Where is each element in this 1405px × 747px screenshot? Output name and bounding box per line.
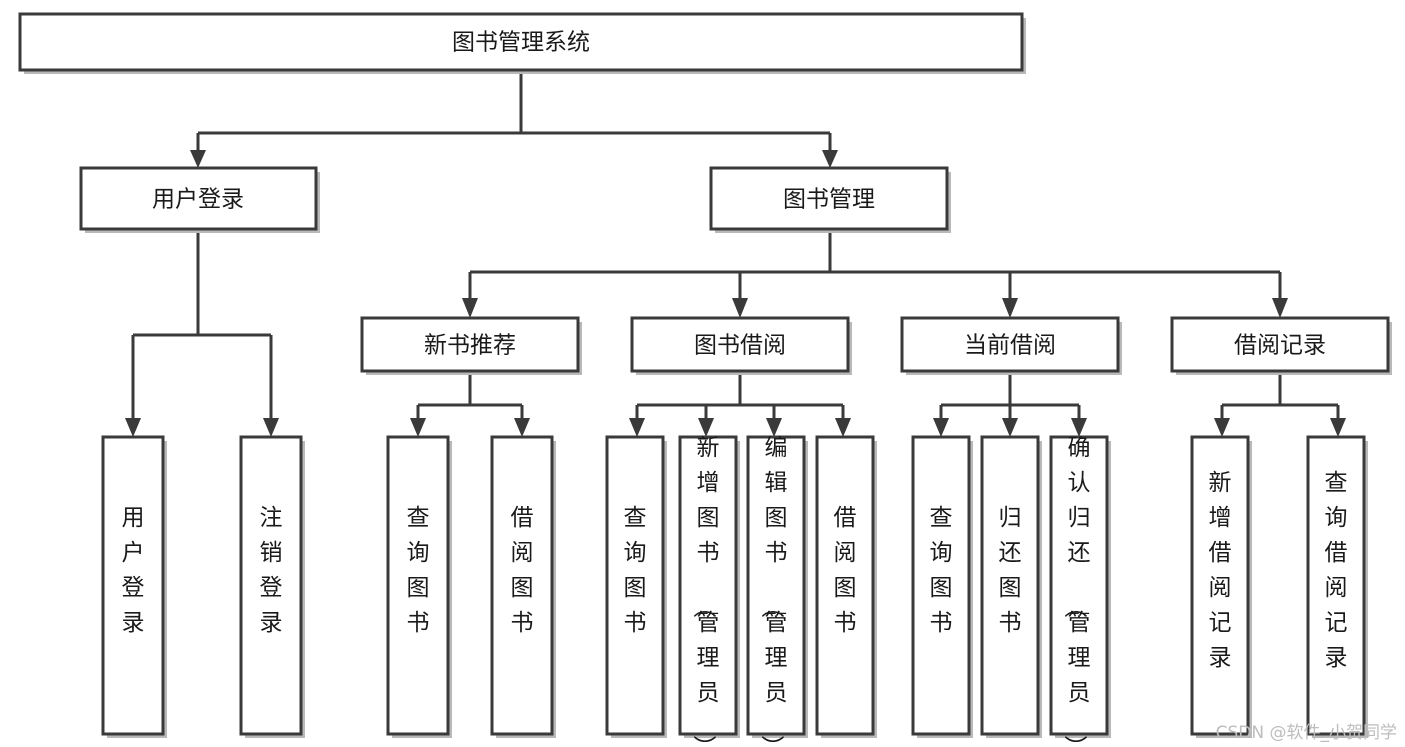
node-new-book-recommend-box	[360, 316, 580, 373]
leaf-current-0-box	[911, 435, 971, 736]
arrow-root-to-user-login	[190, 150, 206, 168]
arrow-recommend-leaf-1	[514, 418, 530, 437]
node-borrow-record-label: 借阅记录	[1234, 333, 1326, 359]
arrow-user-login-leaf-0	[125, 418, 141, 437]
leaf-recommend-0[interactable]: 查询图书	[386, 435, 452, 738]
leaf-current-1-label: 归还图书	[999, 505, 1022, 636]
node-root-box	[18, 12, 1024, 72]
leaf-user-login-1-box	[239, 435, 303, 736]
leaf-borrow-2-box	[746, 435, 806, 736]
leaf-borrow-1-label: 新增图书（管理员）	[691, 435, 720, 747]
leaf-borrow-0-box	[605, 435, 665, 736]
leaf-user-login-1-label: 注销登录	[260, 505, 283, 636]
arrow-current-leaf-0	[933, 418, 949, 437]
arrow-borrow-leaf-3	[835, 418, 851, 437]
leaf-borrow-3-box	[815, 435, 875, 736]
node-book-borrow-label: 图书借阅	[694, 333, 786, 359]
leaf-recommend-1-label: 借阅图书	[511, 505, 534, 636]
arrow-book-manage-c0	[462, 298, 478, 318]
leaf-borrow-3[interactable]: 借阅图书	[815, 435, 877, 738]
node-borrow-record[interactable]: 借阅记录	[1170, 316, 1392, 375]
leaf-borrow-3-label: 借阅图书	[834, 505, 857, 636]
node-user-login[interactable]: 用户登录	[79, 166, 320, 233]
leaf-current-1-box	[980, 435, 1040, 736]
leaf-current-0[interactable]: 查询图书	[911, 435, 973, 738]
arrow-recommend-leaf-0	[410, 418, 426, 437]
arrow-borrow-leaf-1	[698, 418, 714, 437]
leaf-record-1-label: 查询借阅记录	[1325, 470, 1348, 671]
leaf-user-login-0-label: 用户登录	[122, 505, 145, 636]
node-current-borrow-label: 当前借阅	[964, 333, 1056, 359]
arrow-borrow-leaf-2	[766, 418, 782, 437]
leaf-user-login-0-box	[101, 435, 165, 736]
leaf-current-2-box	[1049, 435, 1109, 736]
arrow-book-manage-c2	[1002, 298, 1018, 318]
node-book-manage[interactable]: 图书管理	[709, 166, 951, 233]
leaf-borrow-1[interactable]: 新增图书（管理员）	[678, 435, 740, 747]
arrow-book-manage-c3	[1272, 298, 1288, 318]
node-user-login-box	[79, 166, 318, 231]
node-user-login-label: 用户登录	[152, 187, 244, 213]
node-book-manage-box	[709, 166, 949, 231]
node-root-label: 图书管理系统	[452, 30, 590, 56]
leaf-record-0-label: 新增借阅记录	[1209, 470, 1232, 671]
leaf-record-0[interactable]: 新增借阅记录	[1190, 435, 1252, 738]
leaf-current-2-label: 确认归还（管理员）	[1062, 435, 1091, 747]
arrow-book-manage-c1	[732, 298, 748, 318]
leaf-current-1[interactable]: 归还图书	[980, 435, 1042, 738]
node-borrow-record-box	[1170, 316, 1390, 373]
node-new-book-recommend[interactable]: 新书推荐	[360, 316, 582, 375]
leaf-record-0-box	[1190, 435, 1250, 736]
leaf-borrow-0[interactable]: 查询图书	[605, 435, 667, 738]
leaf-borrow-2-label: 编辑图书（管理员）	[759, 435, 788, 747]
node-current-borrow-box	[900, 316, 1120, 373]
leaf-current-2[interactable]: 确认归还（管理员）	[1049, 435, 1111, 747]
node-book-manage-label: 图书管理	[783, 187, 875, 213]
leaf-recommend-1[interactable]: 借阅图书	[490, 435, 556, 738]
leaf-current-0-label: 查询图书	[930, 505, 953, 636]
leaf-recommend-0-label: 查询图书	[407, 505, 430, 636]
edge-layer	[125, 70, 1346, 437]
leaf-borrow-2[interactable]: 编辑图书（管理员）	[746, 435, 808, 747]
arrow-current-leaf-2	[1071, 418, 1087, 437]
leaf-borrow-1-box	[678, 435, 738, 736]
arrow-borrow-leaf-0	[629, 418, 645, 437]
node-root[interactable]: 图书管理系统	[18, 12, 1026, 74]
leaf-recommend-0-box	[386, 435, 450, 736]
node-book-borrow-box	[630, 316, 850, 373]
leaf-recommend-1-box	[490, 435, 554, 736]
node-book-borrow[interactable]: 图书借阅	[630, 316, 852, 375]
arrow-root-to-book-manage	[822, 150, 838, 168]
arrow-current-leaf-1	[1002, 418, 1018, 437]
node-current-borrow[interactable]: 当前借阅	[900, 316, 1122, 375]
leaf-borrow-0-label: 查询图书	[624, 505, 647, 636]
arrow-record-leaf-1	[1330, 418, 1346, 437]
leaf-record-1-box	[1306, 435, 1366, 736]
node-new-book-recommend-label: 新书推荐	[424, 333, 516, 359]
arrow-user-login-leaf-1	[263, 418, 279, 437]
leaf-user-login-0[interactable]: 用户登录	[101, 435, 167, 738]
arrow-record-leaf-0	[1214, 418, 1230, 437]
leaf-record-1[interactable]: 查询借阅记录	[1306, 435, 1368, 738]
leaf-user-login-1[interactable]: 注销登录	[239, 435, 305, 738]
watermark: CSDN @软件_小贺同学	[1215, 723, 1397, 743]
